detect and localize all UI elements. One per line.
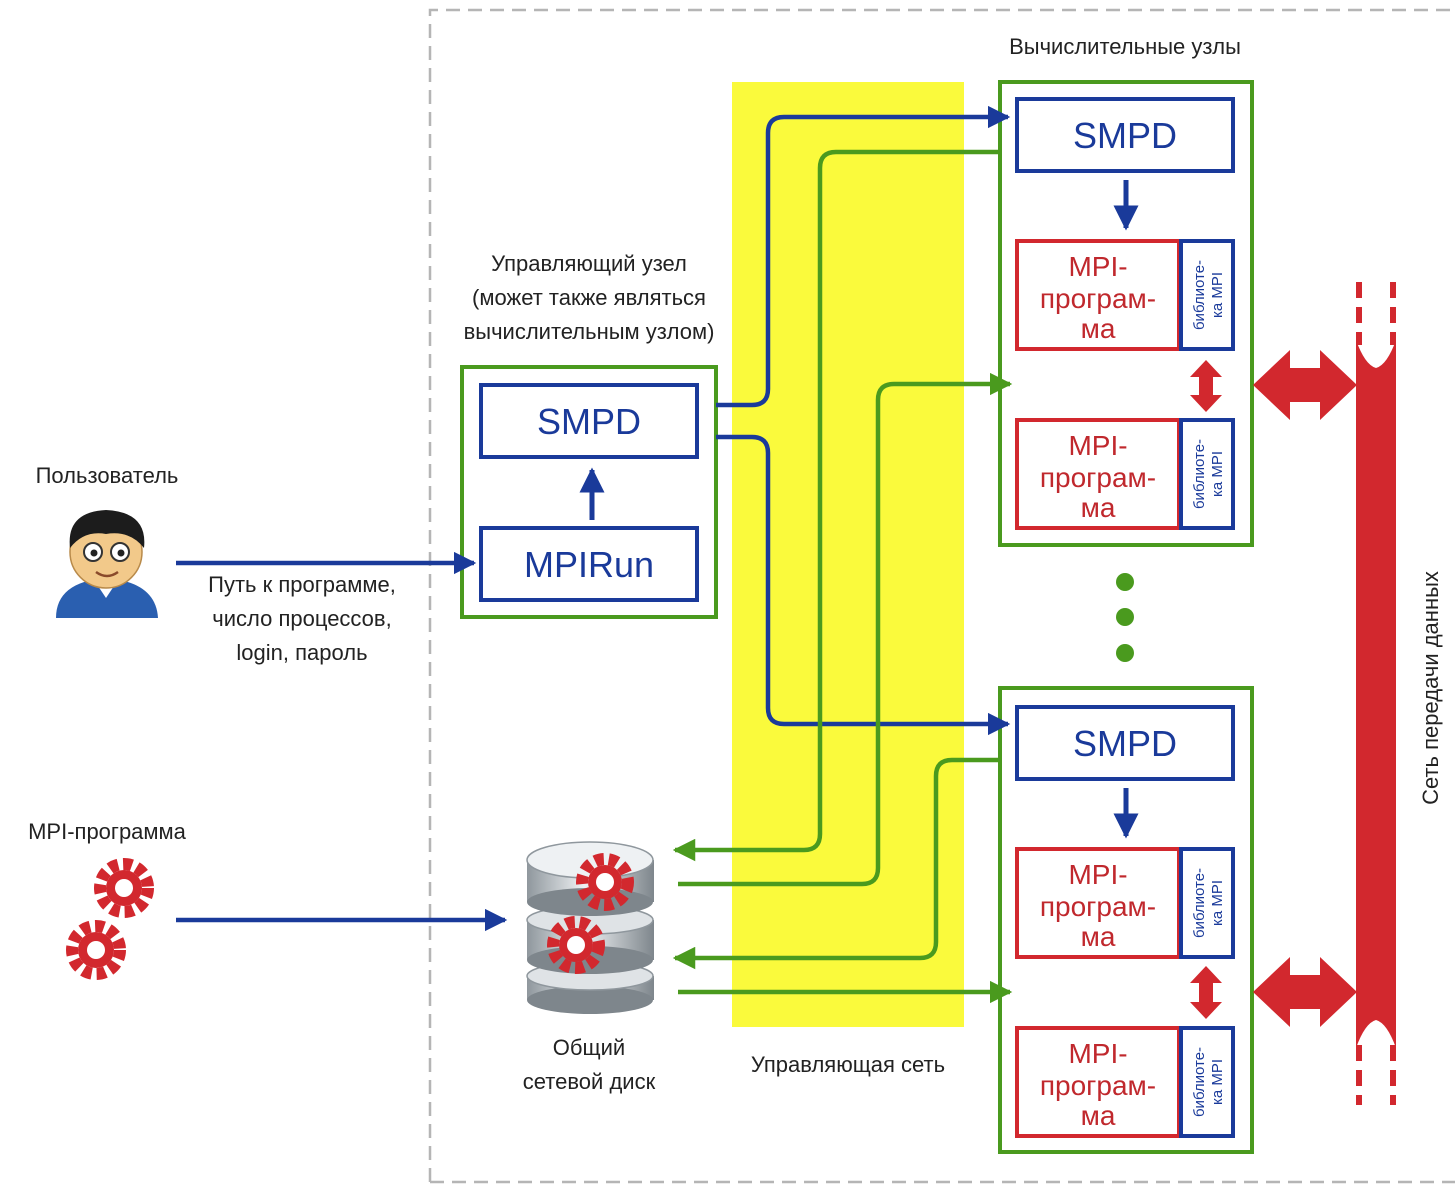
ellipsis-dot	[1116, 608, 1134, 626]
bottom-smpd-box	[1015, 705, 1235, 781]
user-input-line-1: Путь к программе,	[208, 572, 396, 597]
shared-disk-label-line-2: сетевой диск	[523, 1069, 656, 1094]
program-line-1: MPI-	[1068, 251, 1127, 282]
mpi-library-line-2: ка MPI	[1209, 880, 1226, 926]
mpirun-label: MPIRun	[524, 544, 654, 585]
bottom-mpi-program-1: MPI- програм- ма библиоте- ка MPI	[1015, 847, 1235, 959]
mpi-program-label: MPI-программа	[28, 819, 187, 844]
mpi-program-gears-icon	[66, 858, 154, 980]
bottom-mpi-program-2: MPI- програм- ма библиоте- ка MPI	[1015, 1026, 1235, 1138]
program-line-2: програм-	[1040, 891, 1156, 922]
program-line-3: ма	[1081, 313, 1116, 344]
bottom-node-to-disk-line	[672, 757, 1000, 970]
control-node-label-line-3: вычислительным узлом)	[464, 319, 715, 344]
control-network-band	[732, 82, 964, 1027]
control-smpd-box	[479, 383, 699, 459]
program-line-2: програм-	[1040, 462, 1156, 493]
disk-to-top-node-line	[678, 372, 1013, 887]
control-smpd-to-top-smpd-line	[716, 105, 1011, 408]
top-smpd-box	[1015, 97, 1235, 173]
ellipsis-dot	[1116, 573, 1134, 591]
compute-node-bottom-frame	[998, 686, 1254, 1154]
mpi-library-line-1: библиоте-	[1191, 439, 1208, 509]
disk-gears-icon	[547, 853, 634, 974]
compute-node-top-frame	[998, 80, 1254, 547]
control-node-label-line-1: Управляющий узел	[491, 251, 687, 276]
data-network-bus	[1356, 282, 1396, 1105]
top-node-bus-arrow	[1253, 350, 1357, 420]
bottom-node-bus-arrow	[1253, 957, 1357, 1027]
mpi-library-line-2: ка MPI	[1209, 1059, 1226, 1105]
control-node-frame	[460, 365, 718, 619]
mpi-library-line-1: библиоте-	[1191, 260, 1208, 330]
shared-disk-label-line-1: Общий	[553, 1035, 625, 1060]
top-program-exchange-arrow	[1190, 360, 1222, 412]
control-node-label-line-2: (может также являться	[472, 285, 706, 310]
control-smpd-label: SMPD	[537, 401, 641, 442]
user-input-line-2: число процессов,	[212, 606, 391, 631]
program-line-3: ма	[1081, 492, 1116, 523]
data-network-label: Сеть передачи данных	[1418, 571, 1443, 805]
user-avatar-icon	[56, 510, 158, 618]
mpi-library-line-2: ка MPI	[1209, 272, 1226, 318]
program-line-3: ма	[1081, 921, 1116, 952]
control-smpd-to-bottom-smpd-line	[716, 434, 1011, 736]
program-line-3: ма	[1081, 1100, 1116, 1131]
program-line-2: програм-	[1040, 1070, 1156, 1101]
program-line-1: MPI-	[1068, 1038, 1127, 1069]
program-line-1: MPI-	[1068, 430, 1127, 461]
program-line-1: MPI-	[1068, 859, 1127, 890]
control-network-label: Управляющая сеть	[751, 1052, 945, 1077]
user-input-line-3: login, пароль	[236, 640, 367, 665]
top-smpd-label: SMPD	[1073, 115, 1177, 156]
ellipsis-dot	[1116, 644, 1134, 662]
mpi-library-line-1: библиоте-	[1191, 868, 1208, 938]
mpi-library-line-1: библиоте-	[1191, 1047, 1208, 1117]
bottom-program-exchange-arrow	[1190, 966, 1222, 1019]
top-node-to-disk-line	[672, 149, 1000, 862]
mpirun-box	[479, 526, 699, 602]
program-line-2: програм-	[1040, 283, 1156, 314]
cluster-boundary	[428, 8, 1455, 1184]
top-mpi-program-1: MPI- програм- ма библиоте- ка MPI	[1015, 239, 1235, 351]
top-mpi-program-2: MPI- програм- ма библиоте- ка MPI	[1015, 418, 1235, 530]
mpi-library-line-2: ка MPI	[1209, 451, 1226, 497]
compute-nodes-label: Вычислительные узлы	[1009, 34, 1241, 59]
bottom-smpd-label: SMPD	[1073, 723, 1177, 764]
user-label: Пользователь	[36, 463, 179, 488]
